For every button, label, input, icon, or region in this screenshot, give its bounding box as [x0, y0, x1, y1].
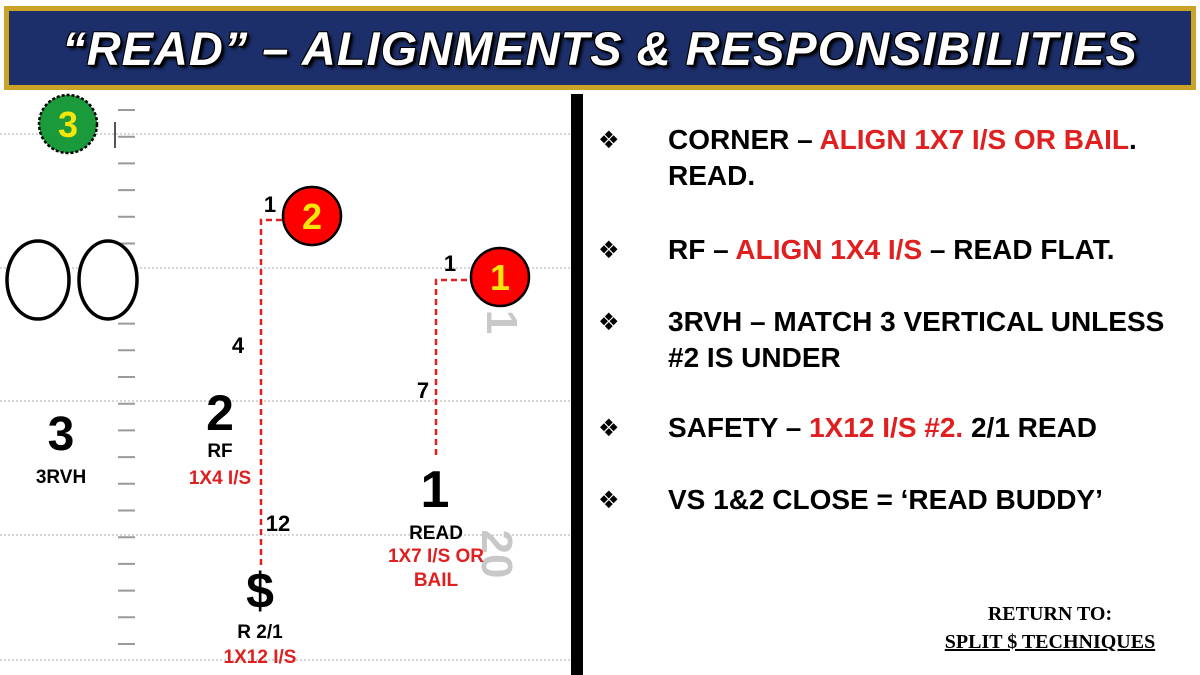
- defender-corner-label: READ: [409, 523, 463, 544]
- route-receiver-1: [434, 278, 468, 455]
- bullet-segment: . READ.: [668, 124, 1137, 191]
- page-title: “READ” – ALIGNMENTS & RESPONSIBILITIES: [62, 21, 1138, 75]
- diamond-bullet-icon: ❖: [598, 414, 620, 442]
- defender-deep-label: 3RVH: [36, 467, 86, 488]
- bullet-segment: 3RVH – MATCH 3 VERTICAL UNLESS #2 IS UND…: [668, 306, 1165, 373]
- route-count-two-stem: 4: [232, 333, 245, 358]
- bullet-item: ❖ 3RVH – MATCH 3 VERTICAL UNLESS #2 IS UN…: [598, 304, 1188, 376]
- bullet-segment: 2/1 READ: [963, 412, 1098, 443]
- bullet-item: ❖ VS 1&2 CLOSE = ‘READ BUDDY’: [598, 482, 1188, 518]
- route-count-one-break: 1: [444, 251, 456, 276]
- bullet-highlight: 1X12 I/S #2.: [809, 412, 964, 443]
- receiver-2-number: 2: [302, 196, 322, 237]
- route-count-one-stem: 7: [417, 378, 429, 403]
- bullet-item: ❖ RF – ALIGN 1X4 I/S – READ FLAT.: [598, 232, 1188, 268]
- defender-rf-label: RF: [207, 441, 232, 462]
- defender-safety-label: R 2/1: [237, 622, 283, 643]
- bullet-text: VS 1&2 CLOSE = ‘READ BUDDY’: [668, 482, 1188, 518]
- offensive-player-oval: [77, 239, 139, 321]
- hash-marks: [118, 109, 135, 645]
- bullet-highlight: ALIGN 1X7 I/S OR BAIL: [819, 124, 1130, 155]
- yard-number-1: 1: [477, 310, 526, 334]
- title-banner: “READ” – ALIGNMENTS & RESPONSIBILITIES: [4, 6, 1196, 90]
- route-receiver-2: [259, 218, 288, 565]
- receiver-1-number: 1: [490, 257, 510, 298]
- bullet-highlight: ALIGN 1X4 I/S: [735, 234, 923, 265]
- bullet-text: CORNER – ALIGN 1X7 I/S OR BAIL. READ.: [668, 122, 1188, 194]
- bullet-segment: RF –: [668, 234, 736, 265]
- defender-rf-symbol: 2: [206, 385, 234, 441]
- diamond-bullet-icon: ❖: [598, 308, 620, 336]
- bullet-segment: SAFETY –: [668, 412, 810, 443]
- defender-corner-align-1: 1X7 I/S OR: [388, 546, 484, 567]
- bullet-segment: – READ FLAT.: [922, 234, 1115, 265]
- receiver-2-circle: [281, 185, 343, 247]
- diamond-bullet-icon: ❖: [598, 126, 620, 154]
- bullet-text: RF – ALIGN 1X4 I/S – READ FLAT.: [668, 232, 1188, 268]
- yard-number-20: 20: [472, 530, 521, 579]
- route-count-safety-depth: 12: [266, 511, 290, 536]
- defender-deep-symbol: 3: [48, 408, 75, 461]
- return-link[interactable]: SPLIT $ TECHNIQUES: [944, 631, 1156, 653]
- defender-corner-symbol: 1: [421, 461, 450, 519]
- bullet-segment: CORNER –: [668, 124, 820, 155]
- vertical-divider: [571, 94, 583, 675]
- defender-rf-align: 1X4 I/S: [189, 468, 251, 489]
- diamond-bullet-icon: ❖: [598, 486, 620, 514]
- bullet-text: SAFETY – 1X12 I/S #2. 2/1 READ: [668, 410, 1188, 446]
- diamond-bullet-icon: ❖: [598, 236, 620, 264]
- bullet-item: ❖ SAFETY – 1X12 I/S #2. 2/1 READ: [598, 410, 1188, 446]
- defender-safety-symbol: $: [246, 563, 274, 619]
- return-label: RETURN TO:: [987, 603, 1113, 625]
- scheme-badge-number: 3: [58, 104, 78, 145]
- route-count-two-break: 1: [264, 192, 276, 217]
- receiver-1-circle: [469, 246, 531, 308]
- defender-corner-align-2: BAIL: [414, 570, 459, 591]
- bullet-segment: VS 1&2 CLOSE = ‘READ BUDDY’: [668, 484, 1103, 515]
- offensive-player-oval: [5, 239, 71, 321]
- play-diagram: 3 1 20 1 4 12 1 7 2 1 3 3RVH 2 RF 1X4 I/…: [0, 93, 575, 668]
- defender-safety-align: 1X12 I/S: [224, 647, 297, 668]
- scheme-badge: [37, 93, 99, 155]
- bullet-item: ❖ CORNER – ALIGN 1X7 I/S OR BAIL. READ.: [598, 122, 1188, 194]
- bullet-text: 3RVH – MATCH 3 VERTICAL UNLESS #2 IS UND…: [668, 304, 1188, 376]
- return-block: RETURN TO: SPLIT $ TECHNIQUES: [900, 600, 1200, 656]
